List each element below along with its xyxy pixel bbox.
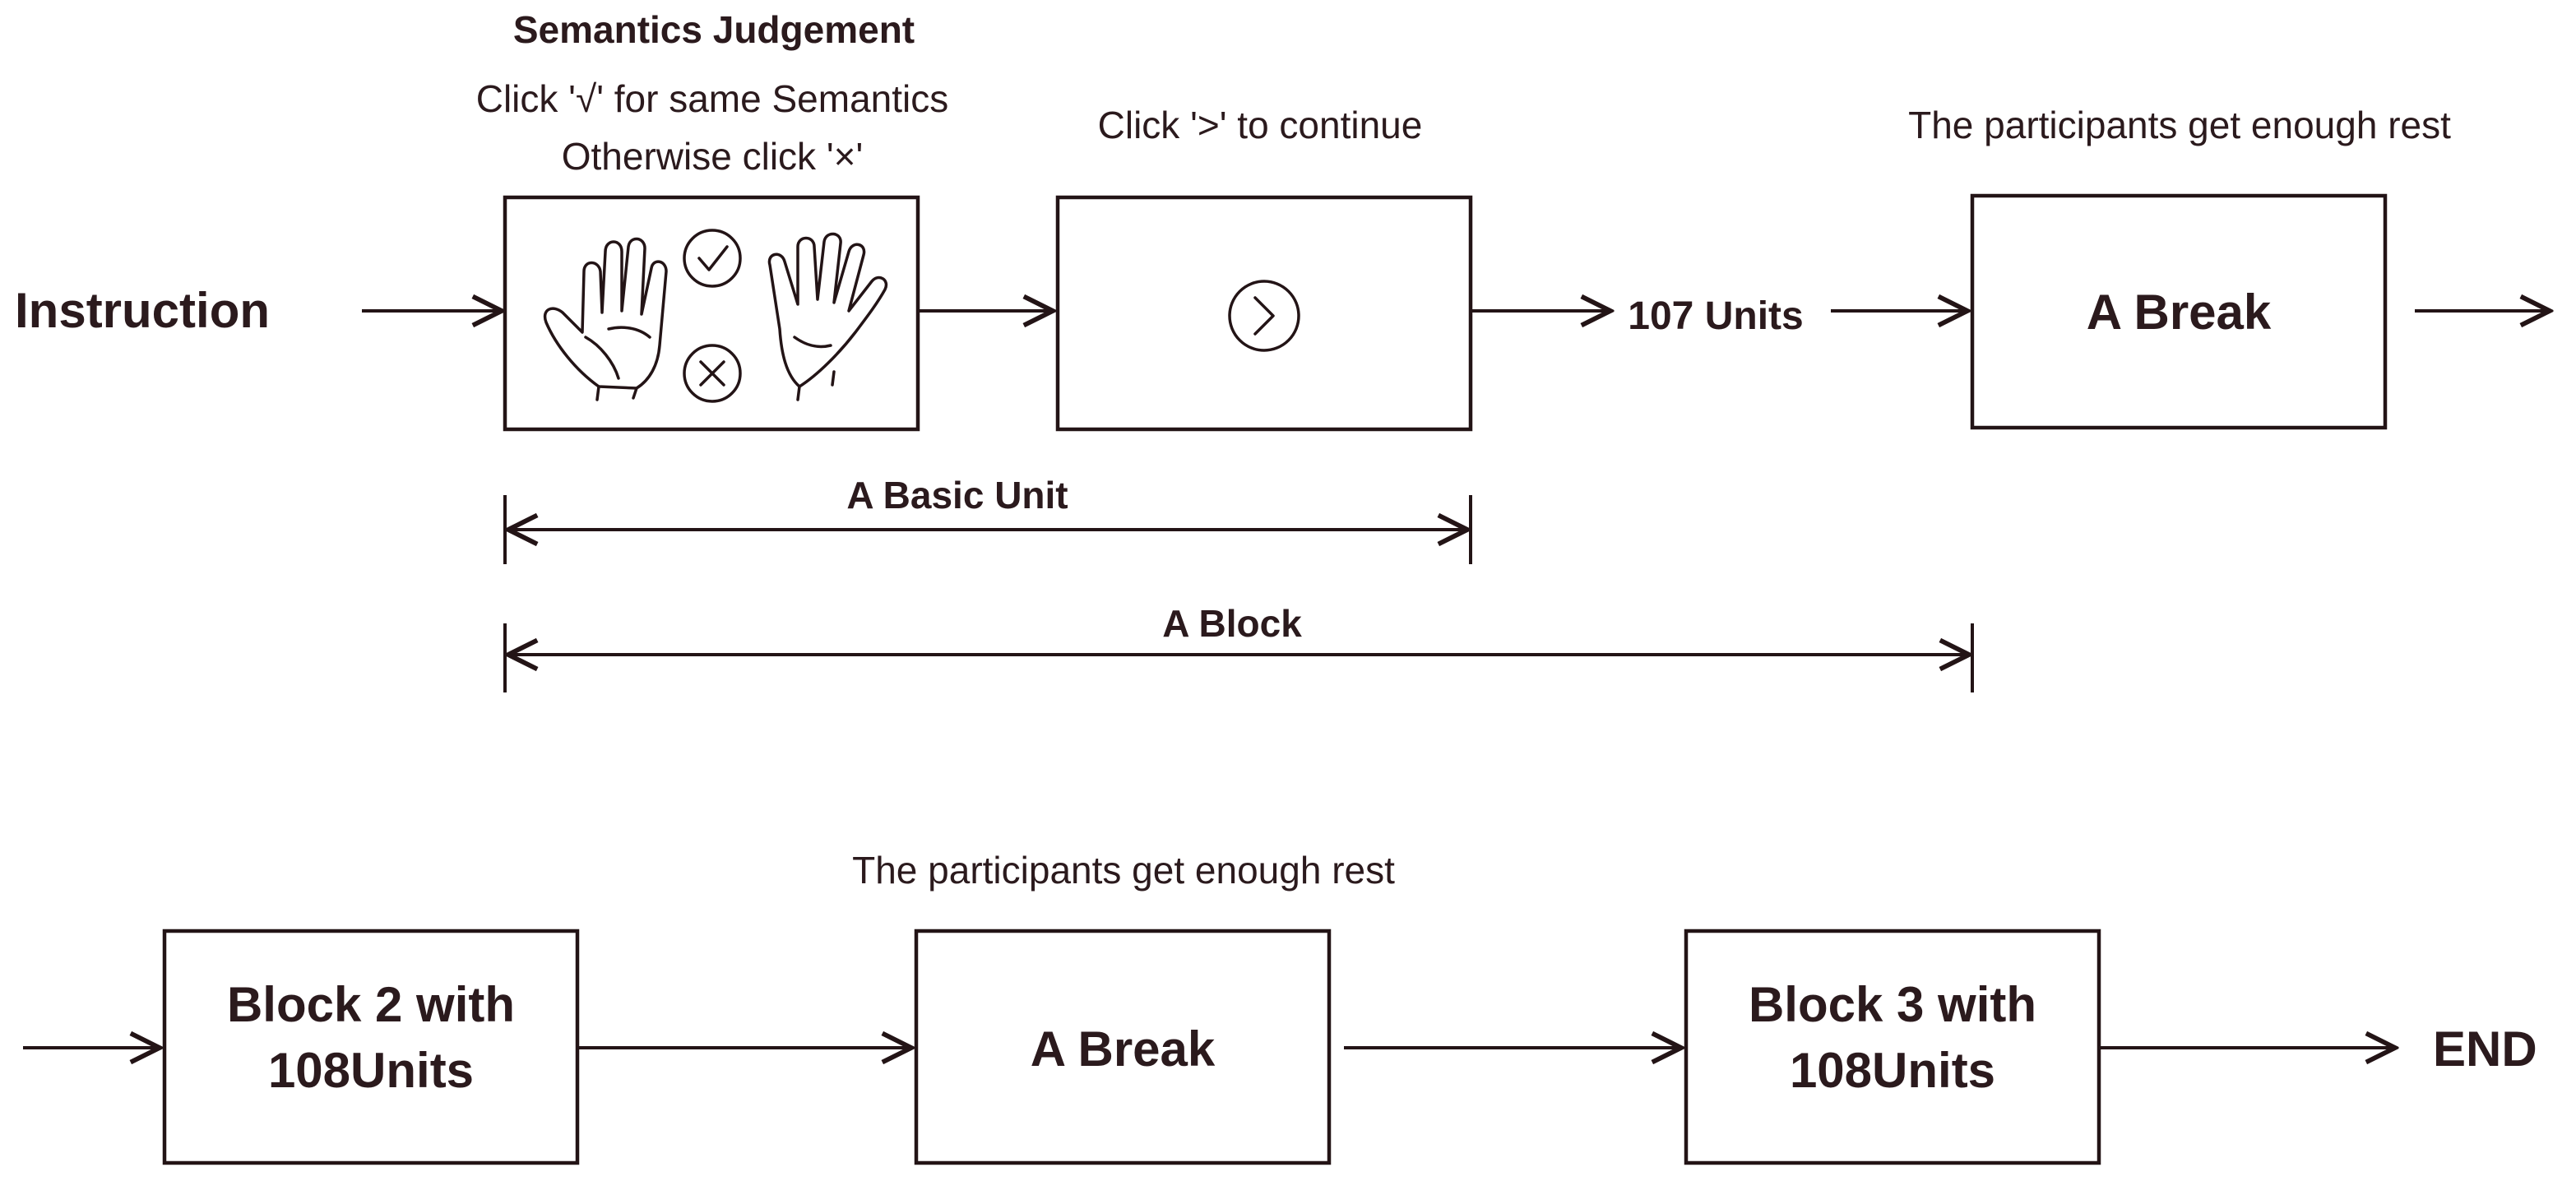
left-hand-icon xyxy=(543,237,668,401)
block3-label-line2: 108Units xyxy=(1790,1043,1995,1098)
instruction-label: Instruction xyxy=(15,283,270,338)
break-box-top xyxy=(1970,193,2388,430)
check-circle-icon xyxy=(683,229,742,288)
units-count-label: 107 Units xyxy=(1628,294,1803,338)
chevron-right-circle-icon xyxy=(1228,280,1300,352)
block3-box xyxy=(1684,929,2101,1165)
rest-note-top: The participants get enough rest xyxy=(1908,104,2451,146)
end-label: END xyxy=(2433,1021,2537,1077)
semantics-judgement-title: Semantics Judgement xyxy=(513,8,915,51)
right-hand-icon xyxy=(767,232,888,401)
judgement-instruction-line1: Click '√' for same Semantics xyxy=(476,77,949,120)
judgement-screen-box xyxy=(503,195,920,432)
break-label-top: A Break xyxy=(2087,285,2272,340)
block2-label-line1: Block 2 with xyxy=(227,977,515,1032)
block-span-label: A Block xyxy=(1162,602,1302,645)
basic-unit-span-label: A Basic Unit xyxy=(846,474,1068,516)
block2-box xyxy=(162,929,580,1165)
break-label-bottom: A Break xyxy=(1031,1021,1216,1077)
judgement-instruction-line2: Otherwise click '×' xyxy=(562,135,864,178)
continue-instruction: Click '>' to continue xyxy=(1098,104,1423,146)
continue-screen-box xyxy=(1055,195,1473,432)
rest-note-bottom: The participants get enough rest xyxy=(852,849,1395,892)
break-box-bottom xyxy=(914,929,1332,1165)
cross-circle-icon xyxy=(683,344,742,403)
block2-label-line2: 108Units xyxy=(268,1043,474,1098)
block3-label-line1: Block 3 with xyxy=(1749,977,2036,1032)
